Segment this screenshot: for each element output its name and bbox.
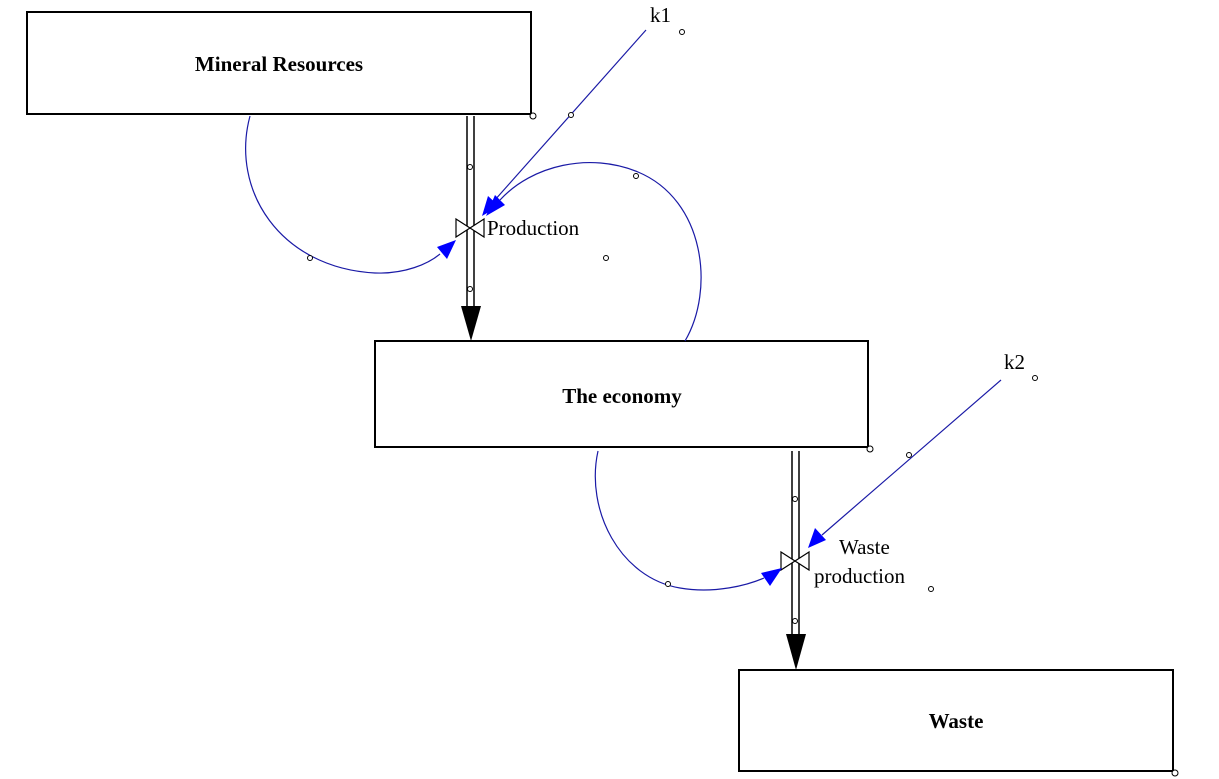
parameter-k2-label: k2: [1004, 350, 1025, 374]
connector-economy-to-production-arc: [499, 161, 702, 342]
flow-waste-production-valve-icon-right[interactable]: [793, 550, 810, 572]
flow-waste-production-label-line1: Waste: [839, 535, 890, 559]
connector-k2-line: [821, 379, 1002, 536]
connector-k2-handle[interactable]: [906, 452, 912, 458]
flow-waste-production-valve-icon[interactable]: [780, 550, 797, 572]
stock-mineral-resources-label: Mineral Resources: [195, 52, 363, 76]
flow-production[interactable]: Production: [455, 116, 609, 341]
connector-economy-to-waste-production-handle[interactable]: [665, 581, 671, 587]
connector-economy-to-production-handle[interactable]: [633, 173, 639, 179]
stock-mineral-resources[interactable]: Mineral Resources: [26, 11, 537, 120]
connector-k1-handle[interactable]: [568, 112, 574, 118]
flow-production-label: Production: [487, 216, 580, 240]
stock-waste[interactable]: Waste: [738, 669, 1179, 777]
parameter-k2[interactable]: k2: [1004, 350, 1038, 381]
parameter-k1[interactable]: k1: [650, 3, 685, 35]
flow-waste-production-label: Waste production: [814, 535, 905, 588]
connector-economy-to-production-arrowhead: [486, 195, 505, 216]
connector-k2-to-waste-production[interactable]: [808, 379, 1002, 548]
connector-economy-to-waste-production-arrowhead: [761, 568, 782, 586]
connector-k2-arrowhead: [808, 528, 826, 548]
stock-waste-handle[interactable]: [1171, 769, 1179, 777]
stock-the-economy-handle[interactable]: [866, 445, 874, 453]
flow-waste-production[interactable]: Waste production: [780, 451, 934, 670]
flow-production-valve-icon-right[interactable]: [468, 217, 485, 239]
connector-mineral-resources-handle[interactable]: [307, 255, 313, 261]
stock-waste-label: Waste: [929, 709, 984, 733]
connector-economy-to-waste-production[interactable]: [594, 450, 782, 591]
flow-production-label-handle[interactable]: [603, 255, 609, 261]
stock-mineral-resources-handle[interactable]: [529, 112, 537, 120]
connector-economy-to-waste-production-arc: [594, 450, 765, 591]
stock-the-economy[interactable]: The economy: [374, 340, 874, 453]
flow-production-handle-bottom[interactable]: [467, 286, 473, 292]
parameter-k1-label: k1: [650, 3, 671, 27]
stock-the-economy-label: The economy: [562, 384, 682, 408]
flow-waste-production-handle-top[interactable]: [792, 496, 798, 502]
connector-mineral-resources-to-production[interactable]: [245, 115, 456, 274]
parameter-k1-handle[interactable]: [679, 29, 685, 35]
connector-mineral-resources-arrowhead: [437, 240, 456, 259]
flow-production-arrowhead: [461, 306, 481, 341]
connector-economy-to-production[interactable]: [486, 161, 702, 342]
flow-production-valve-icon[interactable]: [455, 217, 472, 239]
connector-mineral-resources-arc: [245, 115, 441, 274]
parameter-k2-handle[interactable]: [1032, 375, 1038, 381]
flow-waste-production-label-handle[interactable]: [928, 586, 934, 592]
flow-waste-production-handle-bottom[interactable]: [792, 618, 798, 624]
flow-production-handle-top[interactable]: [467, 164, 473, 170]
flow-waste-production-arrowhead: [786, 634, 806, 670]
flow-waste-production-label-line2: production: [814, 564, 905, 588]
